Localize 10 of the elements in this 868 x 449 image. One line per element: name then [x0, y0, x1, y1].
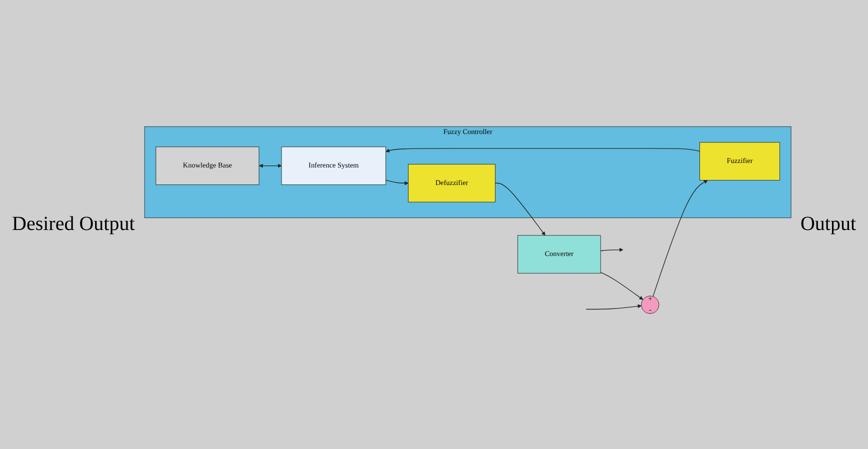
arrow	[600, 248, 624, 252]
arrow	[600, 272, 643, 300]
signal-label: Output	[799, 213, 857, 236]
arrow	[586, 304, 642, 310]
arrow	[494, 182, 546, 236]
arrow	[385, 180, 408, 185]
arrow	[258, 164, 282, 168]
signal-label: Desired Output	[11, 213, 136, 236]
arrow	[652, 180, 708, 297]
arrow	[385, 148, 700, 152]
